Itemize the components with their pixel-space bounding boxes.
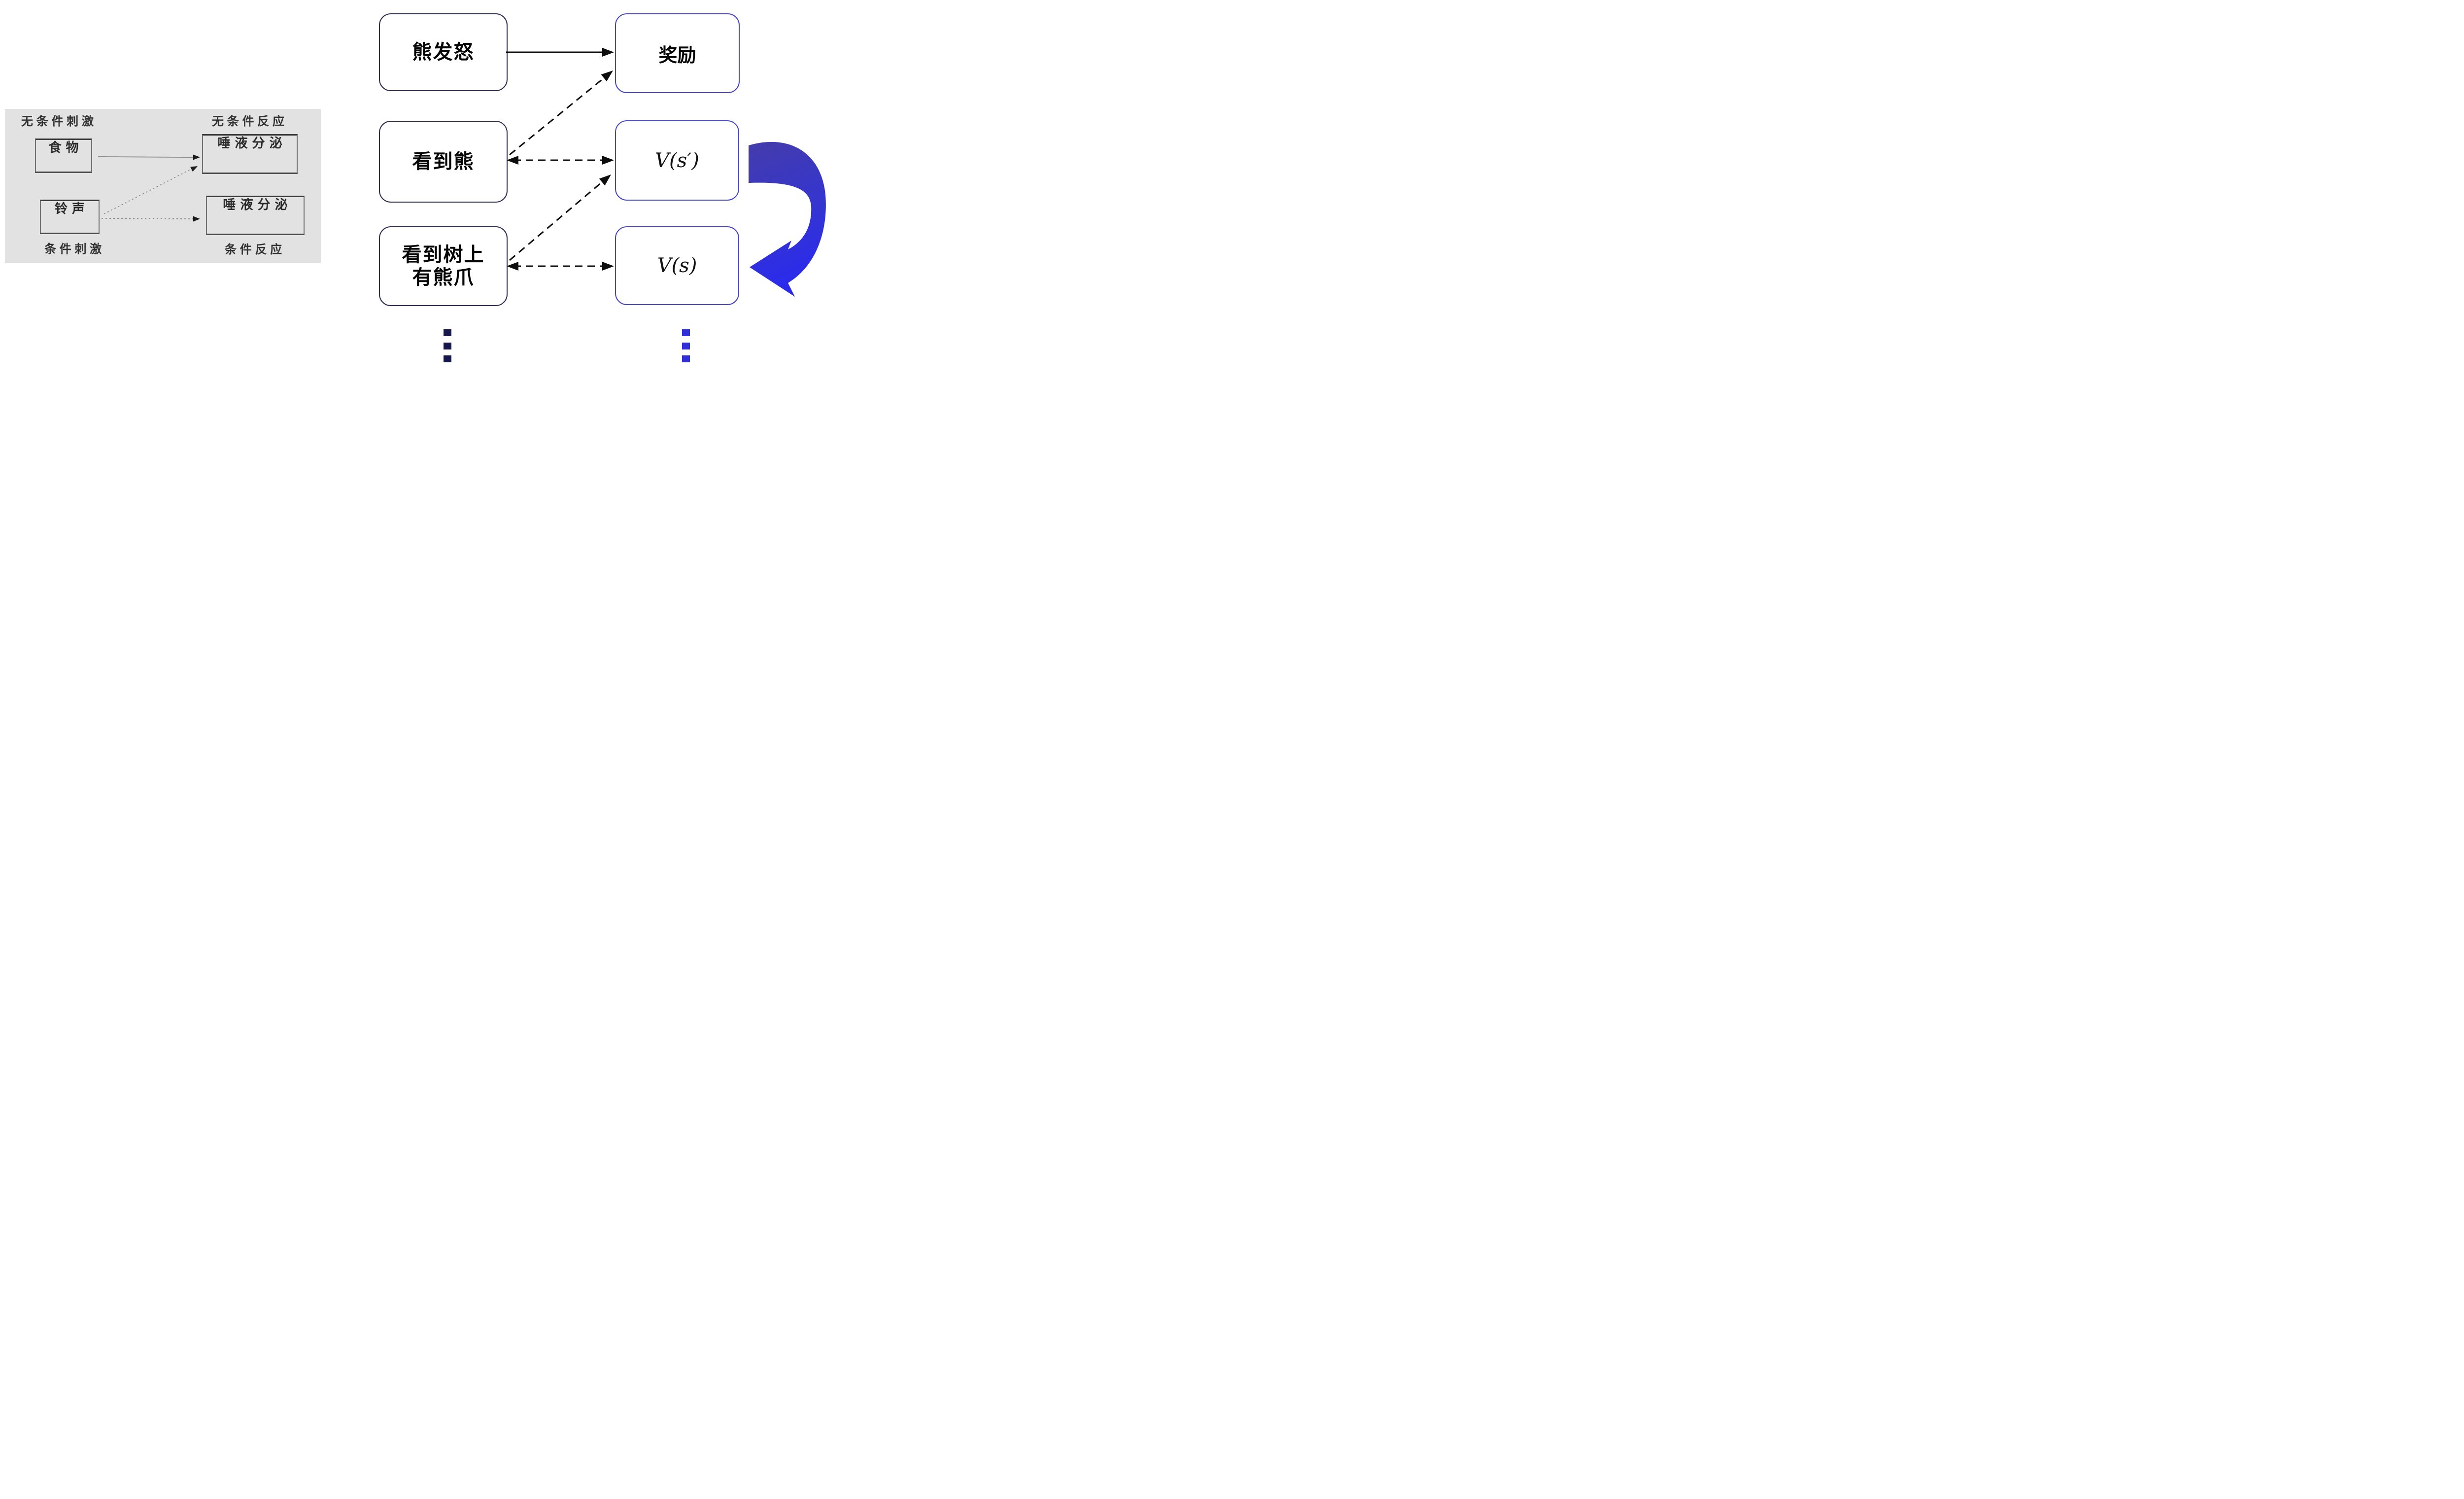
v-s-prime-box: V(s′): [615, 120, 739, 201]
see-bear-claw-label: 看到树上 有熊爪: [402, 244, 485, 289]
salivation-top-label: 唾液分泌: [217, 136, 287, 150]
see-bear-label: 看到熊: [412, 151, 475, 173]
food-box-label: 食物: [48, 140, 83, 155]
ellipsis-right-dot-1: [682, 329, 690, 336]
ellipsis-right-dot-2: [682, 343, 690, 349]
salivation-top-box: 唾液分泌: [202, 134, 298, 174]
bear-angry-label: 熊发怒: [412, 41, 475, 63]
arrow-see-bear-to-reward-dashed: [509, 70, 613, 156]
v-s-label: V(s): [657, 254, 697, 277]
bell-box: 铃声: [40, 200, 100, 234]
see-bear-box: 看到熊: [379, 121, 508, 203]
food-box: 食物: [35, 139, 92, 173]
see-bear-claw-line2: 有熊爪: [412, 267, 475, 288]
label-conditioned-stimulus: 条件刺激: [44, 243, 105, 256]
arrow-see-bear-to-v-s-prime-dashed: [507, 156, 614, 165]
salivation-bottom-label: 唾液分泌: [223, 197, 292, 212]
label-unconditioned-response: 无条件反应: [212, 115, 288, 128]
pavlov-panel: 无条件刺激 无条件反应 条件刺激 条件反应 食物 唾液分泌 铃声 唾液分泌: [5, 109, 321, 263]
arrow-bear-to-reward: [506, 48, 614, 57]
ellipsis-left-dot-1: [444, 329, 451, 336]
conditioning-td-diagram: 无条件刺激 无条件反应 条件刺激 条件反应 食物 唾液分泌 铃声 唾液分泌 熊发…: [0, 0, 827, 375]
label-unconditioned-stimulus: 无条件刺激: [21, 115, 97, 128]
label-conditioned-response: 条件反应: [225, 243, 285, 256]
ellipsis-left-dot-3: [444, 355, 451, 362]
v-s-box: V(s): [615, 226, 739, 305]
see-bear-claw-box: 看到树上 有熊爪: [379, 226, 508, 306]
arrow-see-claw-to-v-s-dashed: [507, 262, 614, 271]
reward-label: 奖励: [658, 45, 696, 66]
ellipsis-right-dot-3: [682, 355, 690, 362]
salivation-bottom-box: 唾液分泌: [206, 196, 305, 235]
arrow-see-claw-to-v-s-prime-dashed: [509, 174, 611, 261]
loop-arrow-icon: [749, 141, 826, 297]
v-s-prime-label: V(s′): [655, 149, 699, 172]
see-bear-claw-line1: 看到树上: [402, 244, 485, 266]
ellipsis-left-dot-2: [444, 343, 451, 349]
bell-box-label: 铃声: [54, 201, 90, 216]
bear-angry-box: 熊发怒: [379, 13, 508, 91]
reward-box: 奖励: [615, 13, 740, 93]
